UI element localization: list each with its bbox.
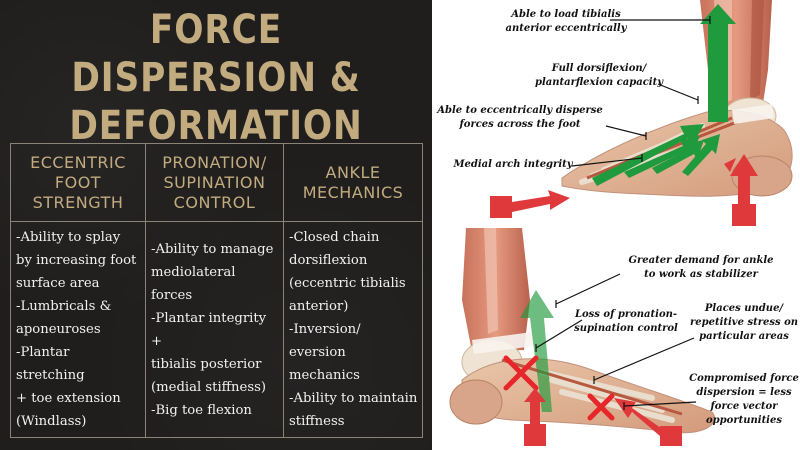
title-line-1: FORCE DISPERSION & <box>71 7 361 101</box>
annotation-line: Able to load tibialis <box>511 9 621 20</box>
cell-line: aponeuroses <box>16 322 101 337</box>
annotation-compromised-dispersion: Compromised force dispersion = less forc… <box>688 372 800 428</box>
anatomy-panel: Able to load tibialis anterior eccentric… <box>432 0 800 450</box>
annotation-repetitive-stress: Places undue/ repetitive stress on parti… <box>688 302 800 344</box>
annotation-line: particular areas <box>699 331 789 342</box>
annotation-leader-lines-top <box>571 16 711 167</box>
cell-line: -Big toe flexion <box>151 402 252 418</box>
annotation-pronation-loss: Loss of pronation- supination control <box>568 308 684 336</box>
red-arrow-tip-small <box>724 158 736 172</box>
cell-line: surface area <box>16 276 100 291</box>
annotation-line: Medial arch integrity <box>453 159 573 170</box>
green-arrow-vertical-bottom <box>520 290 554 412</box>
green-arrow-2 <box>624 136 700 178</box>
cell-line: mediolateral forces <box>151 264 236 303</box>
table-row: -Ability to splay by increasing foot sur… <box>10 221 423 438</box>
page-title: FORCE DISPERSION & DEFORMATION <box>30 6 402 150</box>
cell-line: (Windlass) <box>16 414 87 429</box>
cell-line: -Lumbricals & <box>16 299 112 314</box>
left-panel: FORCE DISPERSION & DEFORMATION ECCENTRIC… <box>0 0 432 450</box>
annotation-line: dispersion = less <box>696 387 792 398</box>
annotation-line: forces across the foot <box>459 119 581 130</box>
annotation-medial-arch: Medial arch integrity <box>448 158 578 172</box>
annotation-line: Greater demand for ankle <box>628 255 774 266</box>
cell-pronation-supination-control: -Ability to manage mediolateral forces -… <box>145 221 284 438</box>
foot-illustrations <box>449 0 793 446</box>
heel-bottom <box>449 379 503 425</box>
header-text: ECCENTRIC FOOT <box>30 152 126 192</box>
cell-line: (eccentric tibialis <box>289 276 406 291</box>
header-text: CONTROL <box>173 192 256 212</box>
x-mark-midfoot <box>587 393 615 421</box>
annotation-force-dispersion: Able to eccentrically disperse forces ac… <box>432 104 608 132</box>
cell-line: dorsiflexion <box>289 253 368 268</box>
cell-line: -Ability to splay <box>16 230 121 245</box>
red-arrow-base-toe <box>660 426 682 446</box>
red-arrow-left <box>512 190 570 212</box>
annotation-tibialis-loading: Able to load tibialis anterior eccentric… <box>486 8 646 36</box>
header-eccentric-foot-strength: ECCENTRIC FOOT STRENGTH <box>10 143 146 222</box>
header-text: MECHANICS <box>302 182 404 202</box>
header-text: PRONATION/ <box>162 152 267 172</box>
red-arrows-bottom <box>524 388 682 446</box>
cell-line: -Ability to manage <box>151 241 274 257</box>
green-arrow-4 <box>682 134 720 176</box>
red-arrow-up <box>730 154 758 204</box>
cell-line: -Inversion/ eversion <box>289 322 361 360</box>
annotation-line: Loss of pronation- <box>574 309 678 320</box>
annotation-line: Compromised force <box>689 373 799 384</box>
annotation-line: plantarflexion capacity <box>534 77 664 88</box>
force-vector-arrows-red <box>490 154 758 226</box>
header-pronation-supination-control: PRONATION/ SUPINATION CONTROL <box>145 143 284 222</box>
green-arrow-faded <box>520 290 554 412</box>
cell-ankle-mechanics: -Closed chain dorsiflexion (eccentric ti… <box>283 221 423 438</box>
cell-line: by increasing foot <box>16 253 137 268</box>
cell-line: + toe extension <box>16 391 121 406</box>
annotation-line: Places undue/ <box>704 303 784 314</box>
table-header-row: ECCENTRIC FOOT STRENGTH PRONATION/ SUPIN… <box>10 143 423 222</box>
header-text: SUPINATION <box>163 172 266 192</box>
annotation-dorsiflexion-capacity: Full dorsiflexion/ plantarflexion capaci… <box>524 62 674 90</box>
red-arrow-base-heel <box>524 424 546 446</box>
cell-line: -Closed chain <box>289 230 380 245</box>
header-ankle-mechanics: ANKLE MECHANICS <box>283 143 423 222</box>
top-foot-illustration <box>490 0 793 226</box>
red-arrow-base-left <box>490 196 512 218</box>
green-arrow-vertical <box>700 4 736 122</box>
annotation-line: force vector <box>710 401 778 412</box>
green-arrow-1 <box>592 124 704 186</box>
cell-line: anterior) <box>289 299 349 314</box>
cell-line: -Ability to maintain <box>289 391 418 406</box>
annotation-line: Able to eccentrically disperse <box>437 105 603 116</box>
title-line-2: DEFORMATION <box>69 103 363 149</box>
annotation-ankle-stabilizer: Greater demand for ankle to work as stab… <box>626 254 776 282</box>
cell-line: -Plantar stretching <box>16 345 85 383</box>
force-vector-arrows-green <box>592 4 736 186</box>
bottom-foot-illustration <box>449 228 715 446</box>
comparison-table: ECCENTRIC FOOT STRENGTH PRONATION/ SUPIN… <box>10 143 423 438</box>
red-arrow-base-right <box>732 204 756 226</box>
annotation-line: opportunities <box>706 415 782 426</box>
red-arrow-toe <box>614 398 664 436</box>
annotation-line: supination control <box>574 323 678 334</box>
cell-line: tibialis posterior <box>151 356 262 372</box>
red-arrow-up-heel <box>524 388 546 424</box>
annotation-line: anterior eccentrically <box>505 23 627 34</box>
cell-eccentric-foot-strength: -Ability to splay by increasing foot sur… <box>10 221 146 438</box>
x-mark-ankle <box>503 355 539 391</box>
green-arrow-3 <box>652 140 704 174</box>
cell-line: mechanics <box>289 368 360 383</box>
header-text: STRENGTH <box>32 192 124 212</box>
annotation-line: repetitive stress on <box>689 317 799 328</box>
annotation-line: Full dorsiflexion/ <box>551 63 647 74</box>
header-text: ANKLE <box>325 162 381 182</box>
annotation-leader-lines-bottom <box>535 273 697 410</box>
x-marks <box>503 355 615 421</box>
cell-line: (medial stiffness) <box>151 379 267 395</box>
annotation-line: to work as stabilizer <box>644 269 758 280</box>
cell-line: stiffness <box>289 414 345 429</box>
cell-line: -Plantar integrity + <box>151 310 267 349</box>
